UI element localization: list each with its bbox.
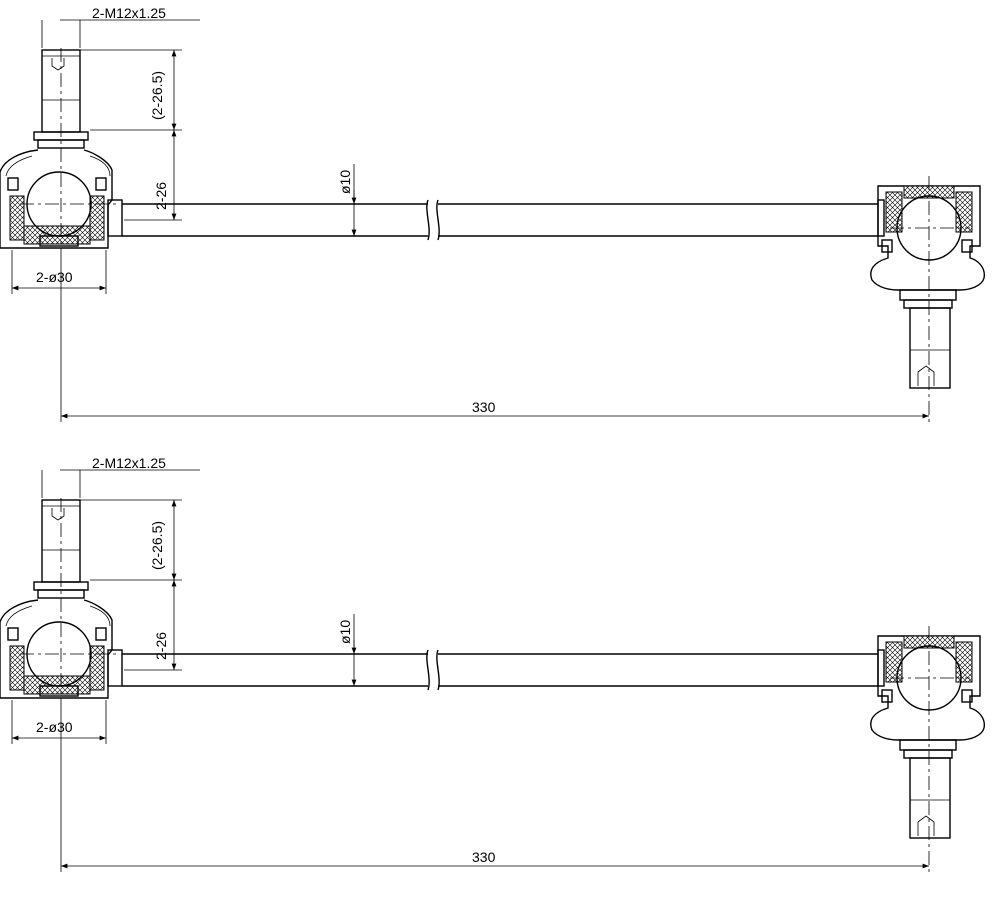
stud-length-label: (2-26.5) (149, 521, 165, 570)
rod-diameter-label: ø10 (337, 620, 353, 644)
thread-spec-label: 2-M12x1.25 (92, 455, 166, 471)
thread-spec-label: 2-M12x1.25 (92, 5, 166, 21)
stud-offset-label: 2-26 (153, 182, 169, 210)
link-drawing-1: 2-M12x1.25 (2-26.5) 2-26 ø10 2-ø30 330 (0, 5, 984, 424)
rod-diameter-label: ø10 (337, 170, 353, 194)
ball-diameter-label: 2-ø30 (36, 719, 73, 735)
overall-length-label: 330 (472, 849, 496, 865)
stud-offset-label: 2-26 (153, 632, 169, 660)
link-drawing-2: 2-M12x1.25 (2-26.5) 2-26 ø10 2-ø30 330 (0, 455, 984, 874)
stud-length-label: (2-26.5) (149, 71, 165, 120)
overall-length-label: 330 (472, 399, 496, 415)
ball-diameter-label: 2-ø30 (36, 269, 73, 285)
